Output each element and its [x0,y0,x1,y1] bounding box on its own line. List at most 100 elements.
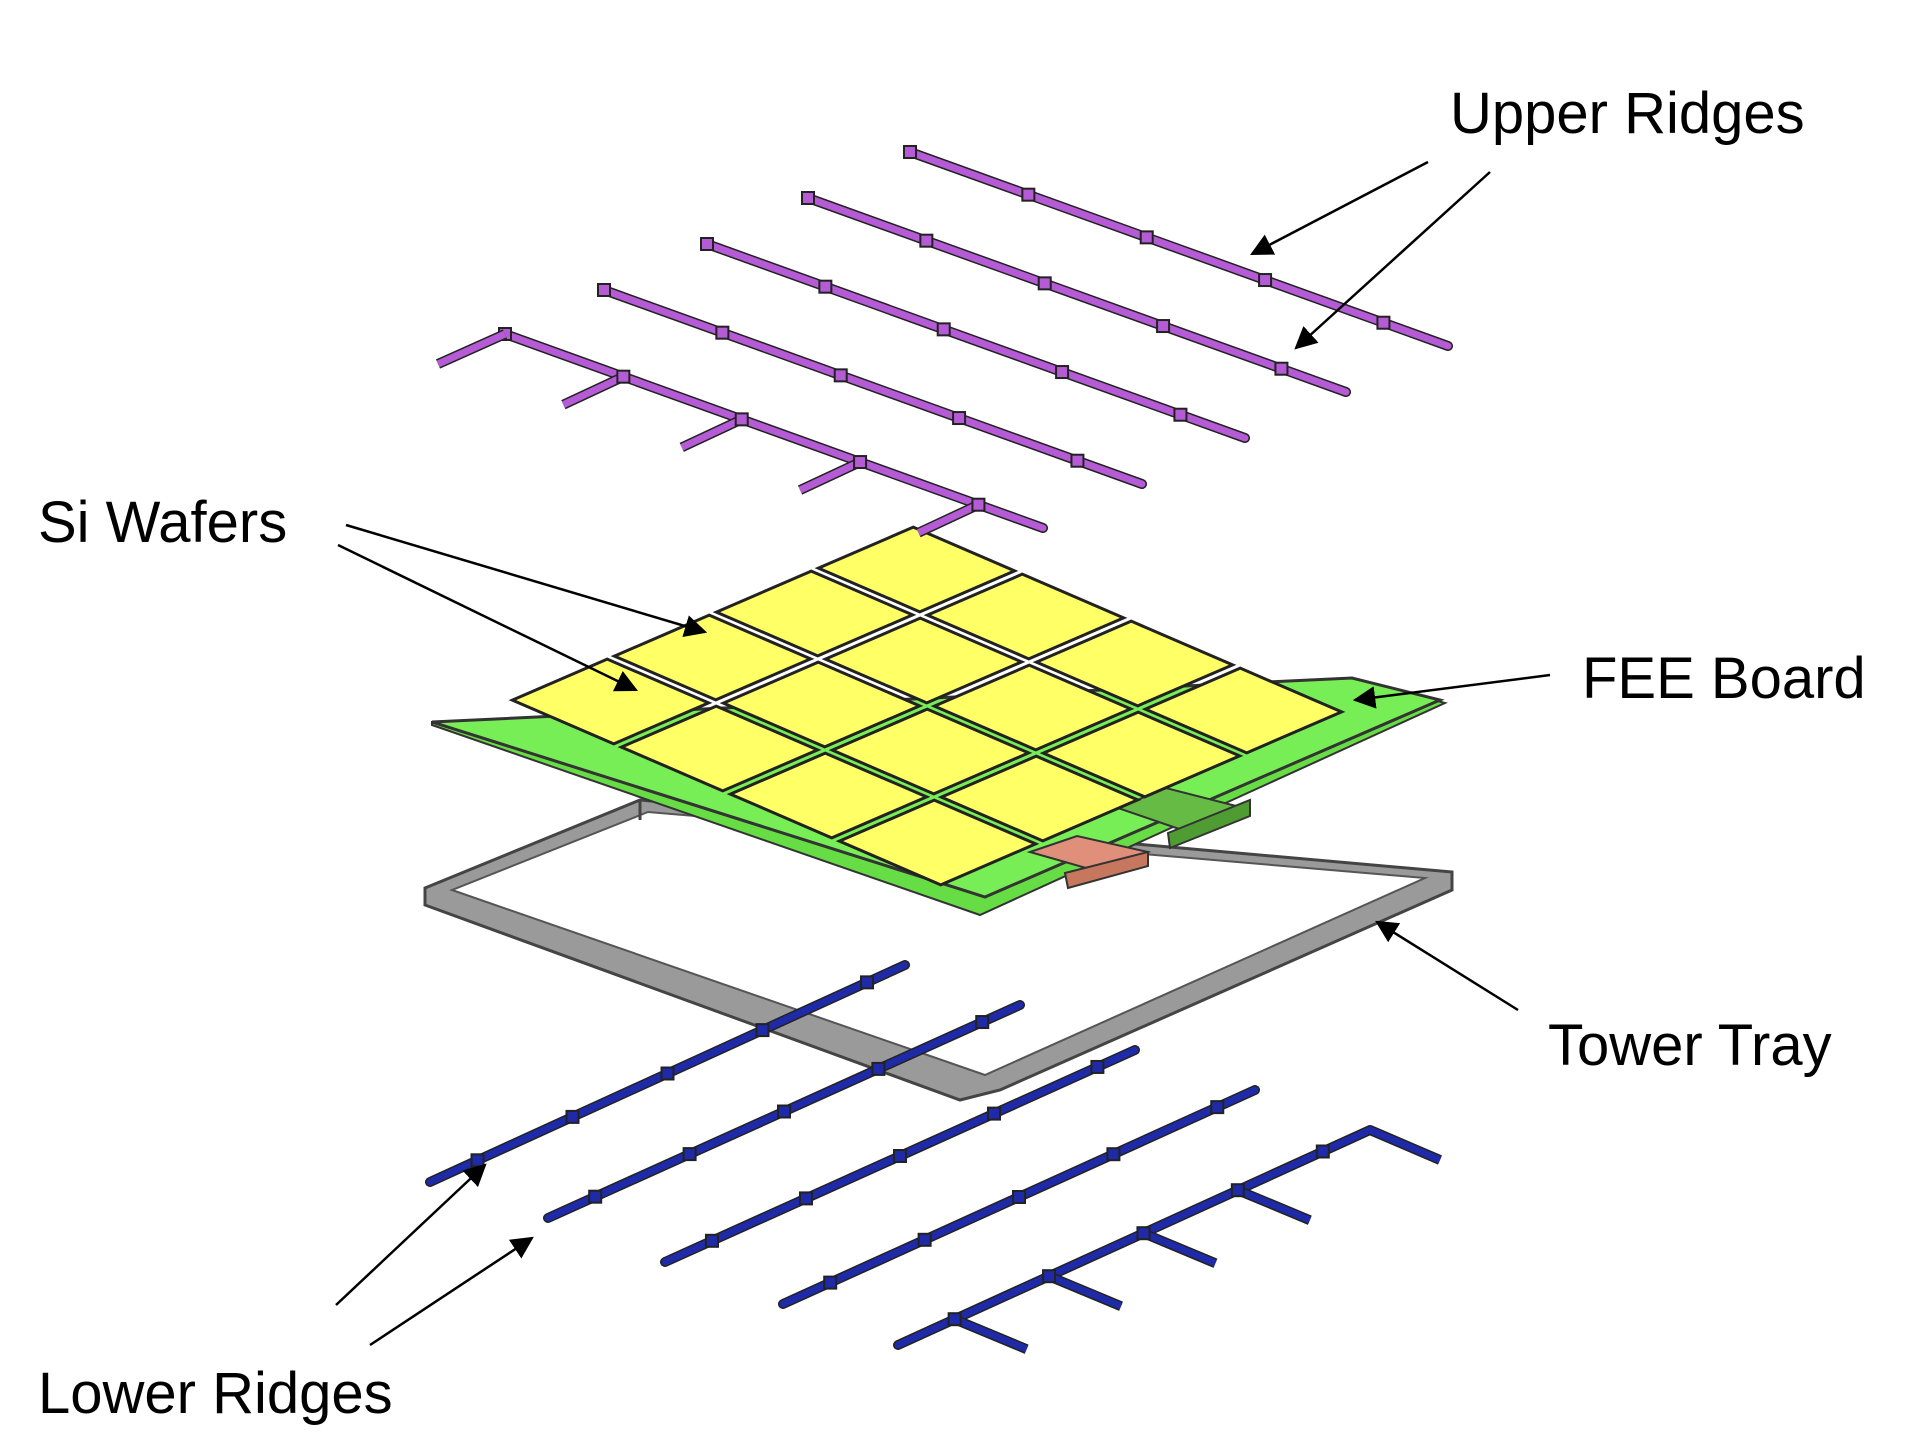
lower-ridge [894,1126,1374,1349]
lower-ridge-node [860,975,874,990]
si-wafer [726,751,931,840]
si-wafer [1141,666,1346,755]
lower-ridge-node [823,1275,838,1290]
upper-ridge-node [734,412,749,427]
upper-ridge-node [1258,273,1273,288]
upper-ridge-end [436,330,507,368]
lower-ridge-node [588,1189,603,1204]
label-tower-tray: Tower Tray [1548,1013,1832,1078]
callout-arrows [335,160,1551,1347]
lower-ridge-node [975,1015,990,1030]
upper-ridge-node [1055,365,1070,380]
si-wafer [1032,619,1237,708]
si-wafer [712,569,917,658]
lower-ridge-node [871,1061,886,1076]
upper-ridge-stub [798,458,862,494]
lower-ridge-node [1012,1190,1026,1204]
upper-ridge-node [1037,276,1052,291]
upper-ridge [906,148,1452,350]
upper-ridge-node [1021,187,1036,202]
upper-ridge-node [1274,361,1289,376]
lower-ridge-stub [1236,1186,1312,1224]
arrow-fee-board [1352,673,1551,709]
upper-ridge-node [833,368,848,383]
si-wafer [821,616,1026,705]
upper-ridge [501,330,1047,532]
lower-ridge-node [755,1023,770,1038]
lower-ridge-stub [1047,1272,1123,1310]
upper-ridge-node [853,455,868,470]
upper-ridge [600,286,1146,488]
lower-ridge-stub [953,1315,1028,1353]
si-wafer [835,798,1040,887]
upper-ridge-node [1376,315,1391,330]
si-wafer [1039,710,1244,799]
lower-ridge-node [1210,1100,1225,1115]
si-wafer [719,660,924,749]
upper-ridge-node [818,279,833,294]
lower-ridge-node [660,1066,675,1081]
upper-ridge-node [936,322,951,337]
arrow-si-wafers-2 [337,543,639,692]
lower-ridge-node [1315,1144,1330,1159]
upper-ridge-stub [916,501,980,536]
upper-ridge-node [919,233,934,248]
upper-ridge-node [700,237,714,251]
lower-ridge-end [1368,1126,1442,1164]
label-si-wafers: Si Wafers [38,490,287,555]
lower-ridge-node [799,1191,813,1206]
label-lower-ridges: Lower Ridges [38,1361,393,1426]
arrow-lower-ridges-1 [335,1163,487,1306]
lower-ridge-node [1230,1183,1245,1198]
si-wafer [610,613,815,702]
lower-ridges [425,960,1442,1354]
upper-ridge-node [597,283,611,297]
lower-ridge-node [470,1153,485,1168]
upper-ridge [804,194,1350,396]
connector-orange [1026,834,1152,890]
lower-ridge-node [1042,1269,1057,1284]
arrow-tower-tray [1375,920,1519,1012]
upper-ridge-node [715,325,730,340]
lower-ridge-node [565,1109,580,1124]
upper-ridge-node [903,145,917,159]
upper-ridge-node [616,369,631,384]
upper-ridge-stub [561,373,625,408]
lower-ridge-node [987,1106,1001,1121]
upper-ridge-node [952,411,967,426]
si-wafer [937,754,1142,843]
si-wafer [508,657,713,746]
label-fee-board: FEE Board [1582,646,1866,711]
lower-ridge-node [893,1149,907,1163]
si-wafer [617,704,822,793]
lower-ridge-node [947,1312,962,1327]
lower-ridge-node [1106,1147,1121,1162]
upper-ridge-node [801,191,815,205]
upper-ridge-node [1156,319,1171,334]
lower-ridge-stub [1142,1229,1217,1267]
upper-ridges [435,145,1453,538]
upper-ridge-node [971,497,986,512]
upper-ridge-node [1139,230,1154,245]
arrow-lower-ridges-2 [369,1236,534,1347]
upper-ridge-node [1173,407,1188,422]
si-wafer [828,707,1033,796]
si-wafer [923,572,1128,661]
arrow-si-wafers-1 [345,523,708,637]
label-upper-ridges: Upper Ridges [1450,81,1805,146]
lower-ridge-node [917,1232,932,1247]
lower-ridge-node [705,1233,719,1248]
lower-ridge-node [1090,1059,1105,1074]
upper-ridge [703,240,1249,442]
arrow-upper-ridges-2 [1294,171,1491,350]
lower-ridge-node [1136,1226,1151,1241]
upper-ridge-node [1070,453,1085,468]
lower-ridge-node [682,1147,697,1162]
upper-ridge-stub [680,416,744,451]
si-wafer [814,525,1019,614]
si-wafer [930,663,1135,752]
si-wafer-grid [508,525,1346,887]
connector-green [1115,786,1251,850]
arrow-upper-ridges-1 [1250,160,1429,256]
